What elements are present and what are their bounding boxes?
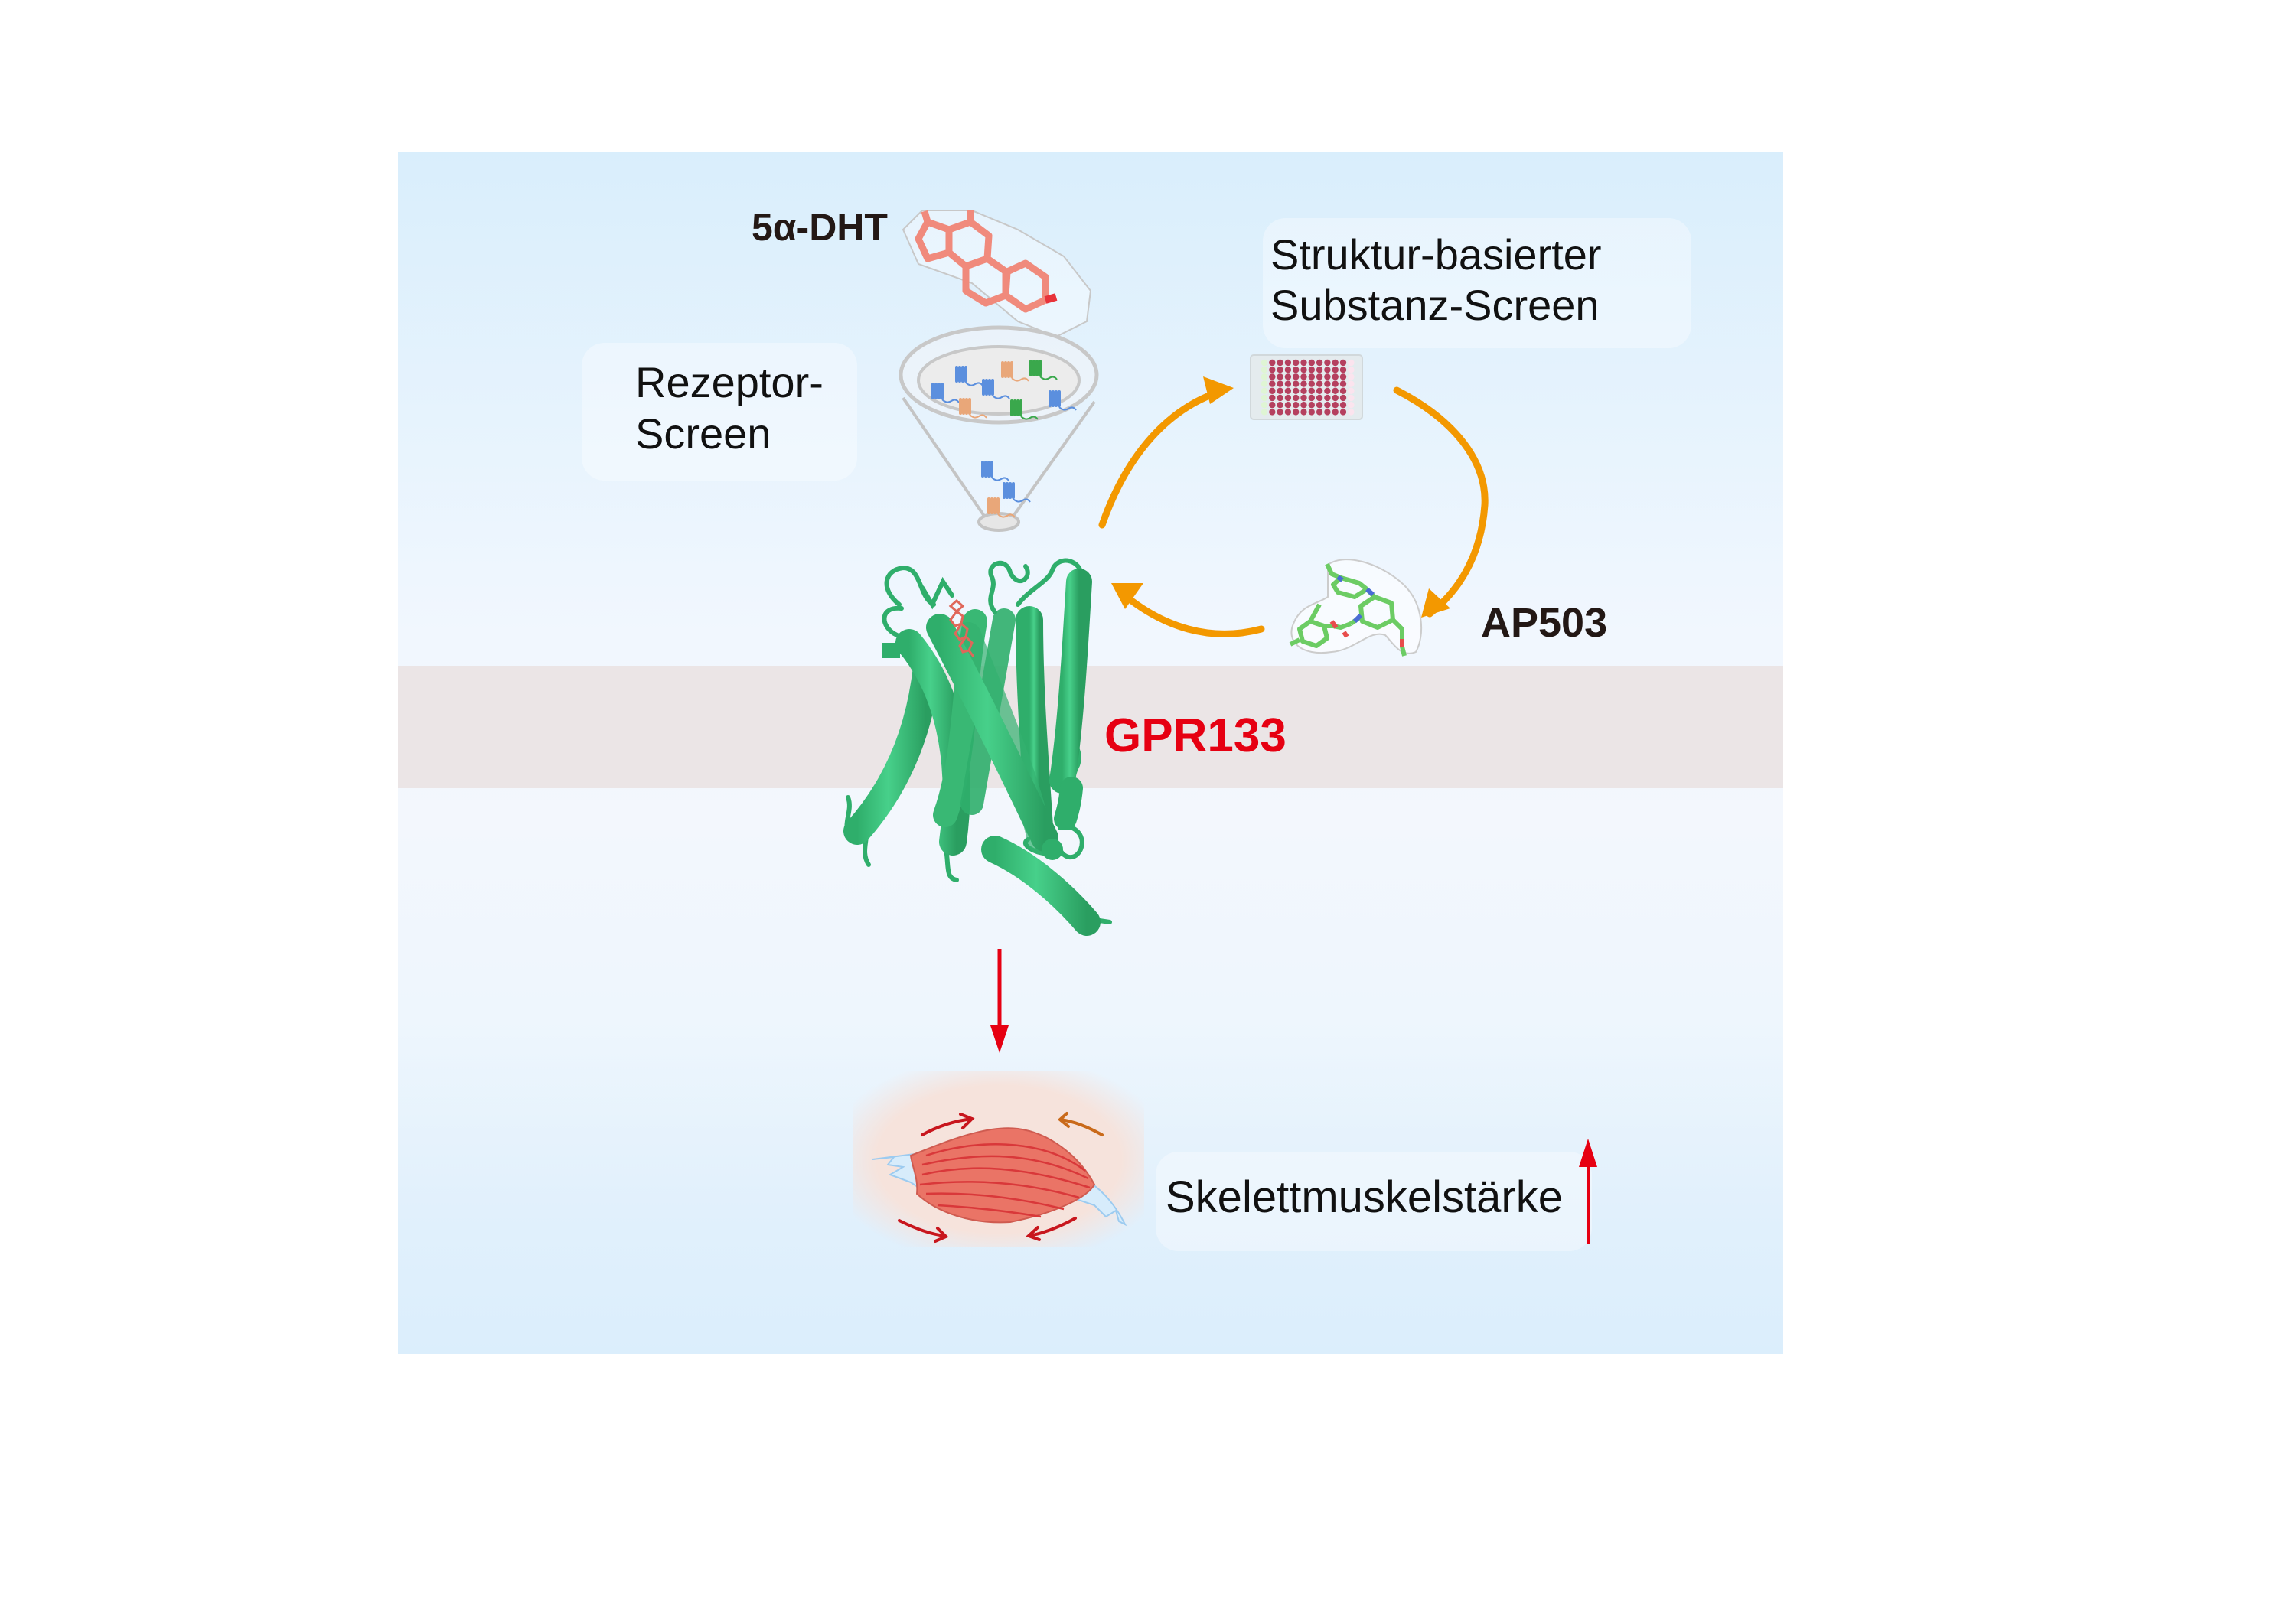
receptor-screen-label-line2: Screen bbox=[635, 409, 771, 458]
receptor-label: GPR133 bbox=[1104, 709, 1287, 762]
compound-screen-label-line2: Substanz-Screen bbox=[1270, 281, 1600, 329]
outcome-label-box bbox=[1156, 1152, 1592, 1251]
receptor-screen-label-line1: Rezeptor- bbox=[635, 358, 823, 406]
receptor-screen-label-box bbox=[582, 343, 857, 481]
outcome-label: Skelettmuskelstärke bbox=[1166, 1172, 1563, 1222]
cell-membrane-band bbox=[398, 666, 1783, 788]
compound-screen-label-line1: Struktur-basierter bbox=[1270, 230, 1602, 279]
dht-label: 5α-DHT bbox=[752, 206, 888, 249]
compound-label: AP503 bbox=[1481, 600, 1608, 646]
compound-screen-label-box bbox=[1263, 218, 1691, 348]
